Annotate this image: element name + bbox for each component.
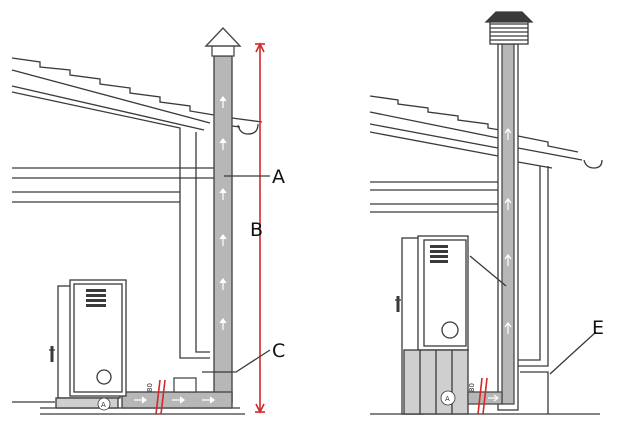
arrow-right-icon — [134, 396, 147, 404]
right-inner-badge — [440, 390, 456, 406]
label-b: B — [250, 219, 263, 241]
right-flue-pipe — [501, 43, 515, 405]
arrow-up-icon — [504, 128, 512, 140]
arrow-right-icon — [488, 394, 499, 402]
right-distance-mark — [477, 377, 488, 415]
gutter-icon — [237, 123, 259, 135]
arrow-up-icon — [504, 198, 512, 210]
label-e: E — [592, 317, 604, 339]
arrow-up-icon — [219, 318, 227, 330]
right-roof — [369, 95, 600, 415]
leader-c — [202, 349, 271, 373]
left-heater — [49, 279, 127, 411]
left-wall-box — [173, 377, 197, 393]
gutter-icon — [583, 159, 603, 169]
arrow-up-icon — [219, 234, 227, 246]
arrow-up-icon — [219, 96, 227, 108]
label-a: A — [272, 166, 285, 188]
left-distance-text: 80 — [146, 383, 154, 392]
arrow-right-icon — [172, 396, 185, 404]
chimney-cap-right-icon — [484, 11, 534, 45]
left-installation — [11, 26, 271, 415]
dimension-line-b — [255, 42, 265, 414]
right-badge-text: A — [445, 395, 450, 403]
arrow-up-icon — [504, 254, 512, 266]
right-heater — [395, 235, 503, 415]
chimney-cap-left-icon — [204, 26, 242, 47]
left-distance-mark — [155, 379, 166, 415]
leader-inner — [469, 255, 507, 287]
arrow-up-icon — [504, 322, 512, 334]
left-heater-dial — [96, 369, 112, 385]
left-flow-arrows — [134, 96, 227, 404]
arrow-right-icon — [202, 396, 215, 404]
arrow-up-icon — [219, 188, 227, 200]
left-inner-badge — [97, 397, 111, 411]
right-distance-text: 80 — [468, 383, 476, 392]
label-c: C — [272, 340, 285, 362]
right-installation — [369, 11, 603, 415]
arrow-up-icon — [219, 138, 227, 150]
right-heater-dial — [441, 321, 459, 339]
leader-e — [549, 331, 597, 375]
arrow-up-icon — [219, 278, 227, 290]
right-flow-arrows — [488, 128, 512, 402]
left-badge-text: A — [101, 401, 106, 409]
